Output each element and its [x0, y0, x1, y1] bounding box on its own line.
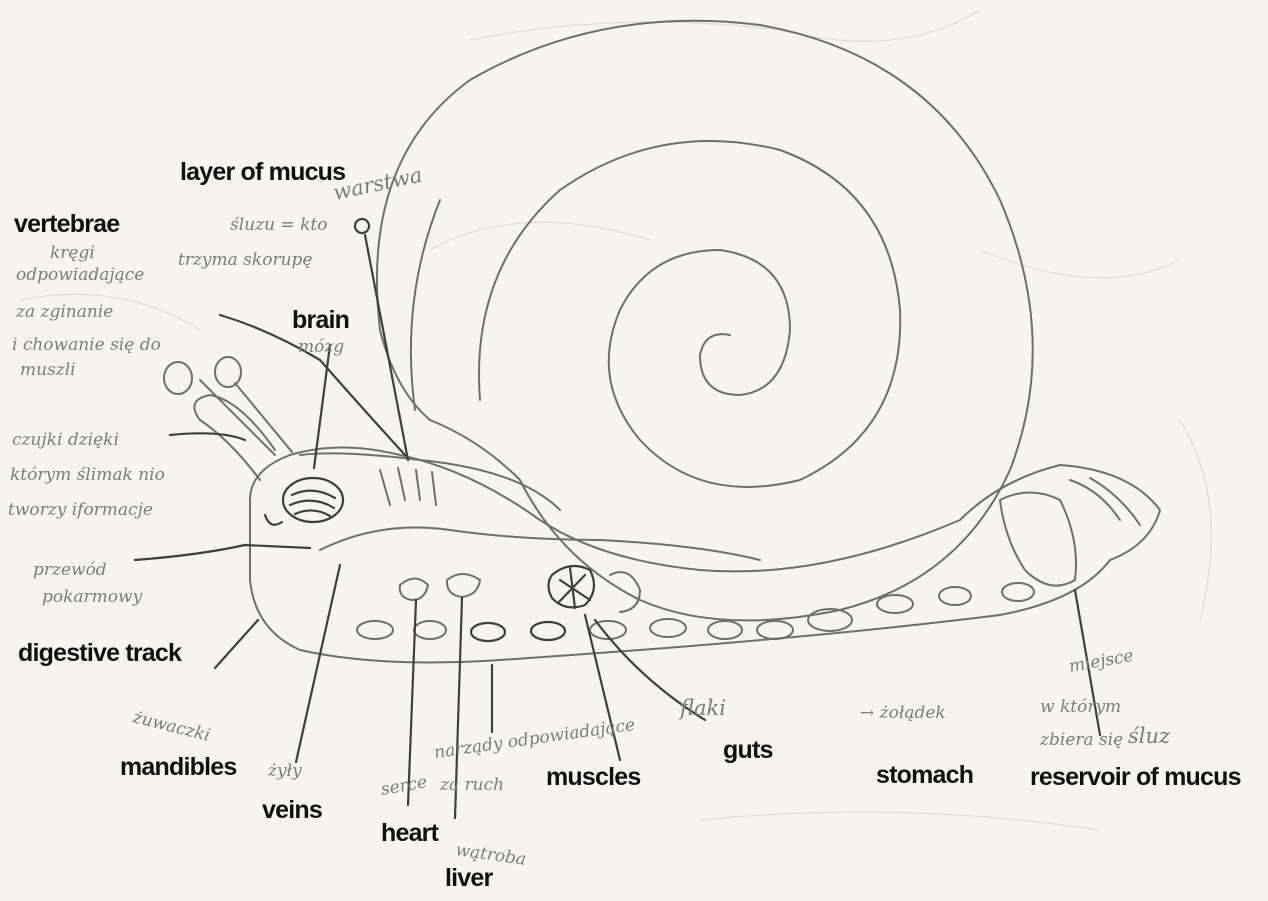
- hw-za-zginanie: za zginanie: [15, 302, 113, 322]
- label-veins: veins: [262, 798, 322, 823]
- hw-trzyma-skorupe: trzyma skorupę: [178, 250, 312, 270]
- hw-mozg: mózg: [298, 337, 344, 357]
- hw-tworzy: tworzy iformacje: [8, 500, 153, 520]
- label-mandibles: mandibles: [120, 755, 236, 780]
- label-muscles: muscles: [546, 765, 640, 790]
- label-heart: heart: [381, 821, 438, 846]
- hw-zuwaczki: żuwaczki: [130, 707, 212, 746]
- label-guts: guts: [723, 738, 773, 763]
- hw-za-ruch: za ruch: [439, 775, 504, 795]
- hw-narzady: narządy odpowiadające: [433, 715, 636, 763]
- hw-sluz: śluz: [1128, 724, 1171, 748]
- label-stomach: stomach: [876, 763, 973, 788]
- hw-kregi: kręgi: [50, 243, 95, 263]
- hw-sluzu-kto: śluzu = kto: [230, 215, 327, 235]
- hw-flaki: flaki: [678, 696, 726, 720]
- hw-i-chowanie: i chowanie się do: [12, 335, 161, 355]
- hw-miejsce: miejsce: [1067, 646, 1135, 677]
- hw-zyly: żyły: [267, 761, 302, 781]
- hw-odpowiadajace: odpowiadające: [16, 265, 144, 285]
- paper-texture: [20, 10, 1211, 830]
- hw-serce: serce: [379, 772, 428, 800]
- label-reservoir-of-mucus: reservoir of mucus: [1030, 765, 1241, 790]
- hw-muszli: muszli: [20, 360, 76, 380]
- hw-czujki: czujki dzięki: [12, 430, 119, 450]
- hw-zoladek: → żołądek: [860, 703, 946, 723]
- hw-zbiera-sie: zbiera się: [1039, 730, 1123, 750]
- hw-w-ktorym: w którym: [1040, 697, 1121, 717]
- hw-ktorym: którym ślimak nio: [10, 465, 165, 485]
- label-brain: brain: [292, 308, 349, 333]
- snail-body: [164, 357, 1160, 662]
- label-layer-of-mucus: layer of mucus: [180, 160, 345, 185]
- foot-muscle-ovals: [357, 583, 1034, 641]
- label-liver: liver: [445, 866, 492, 891]
- hw-przewod: przewód: [33, 560, 107, 580]
- label-vertebrae: vertebrae: [14, 212, 119, 237]
- hw-pokarmowy: pokarmowy: [42, 587, 143, 607]
- label-digestive-track: digestive track: [18, 641, 181, 666]
